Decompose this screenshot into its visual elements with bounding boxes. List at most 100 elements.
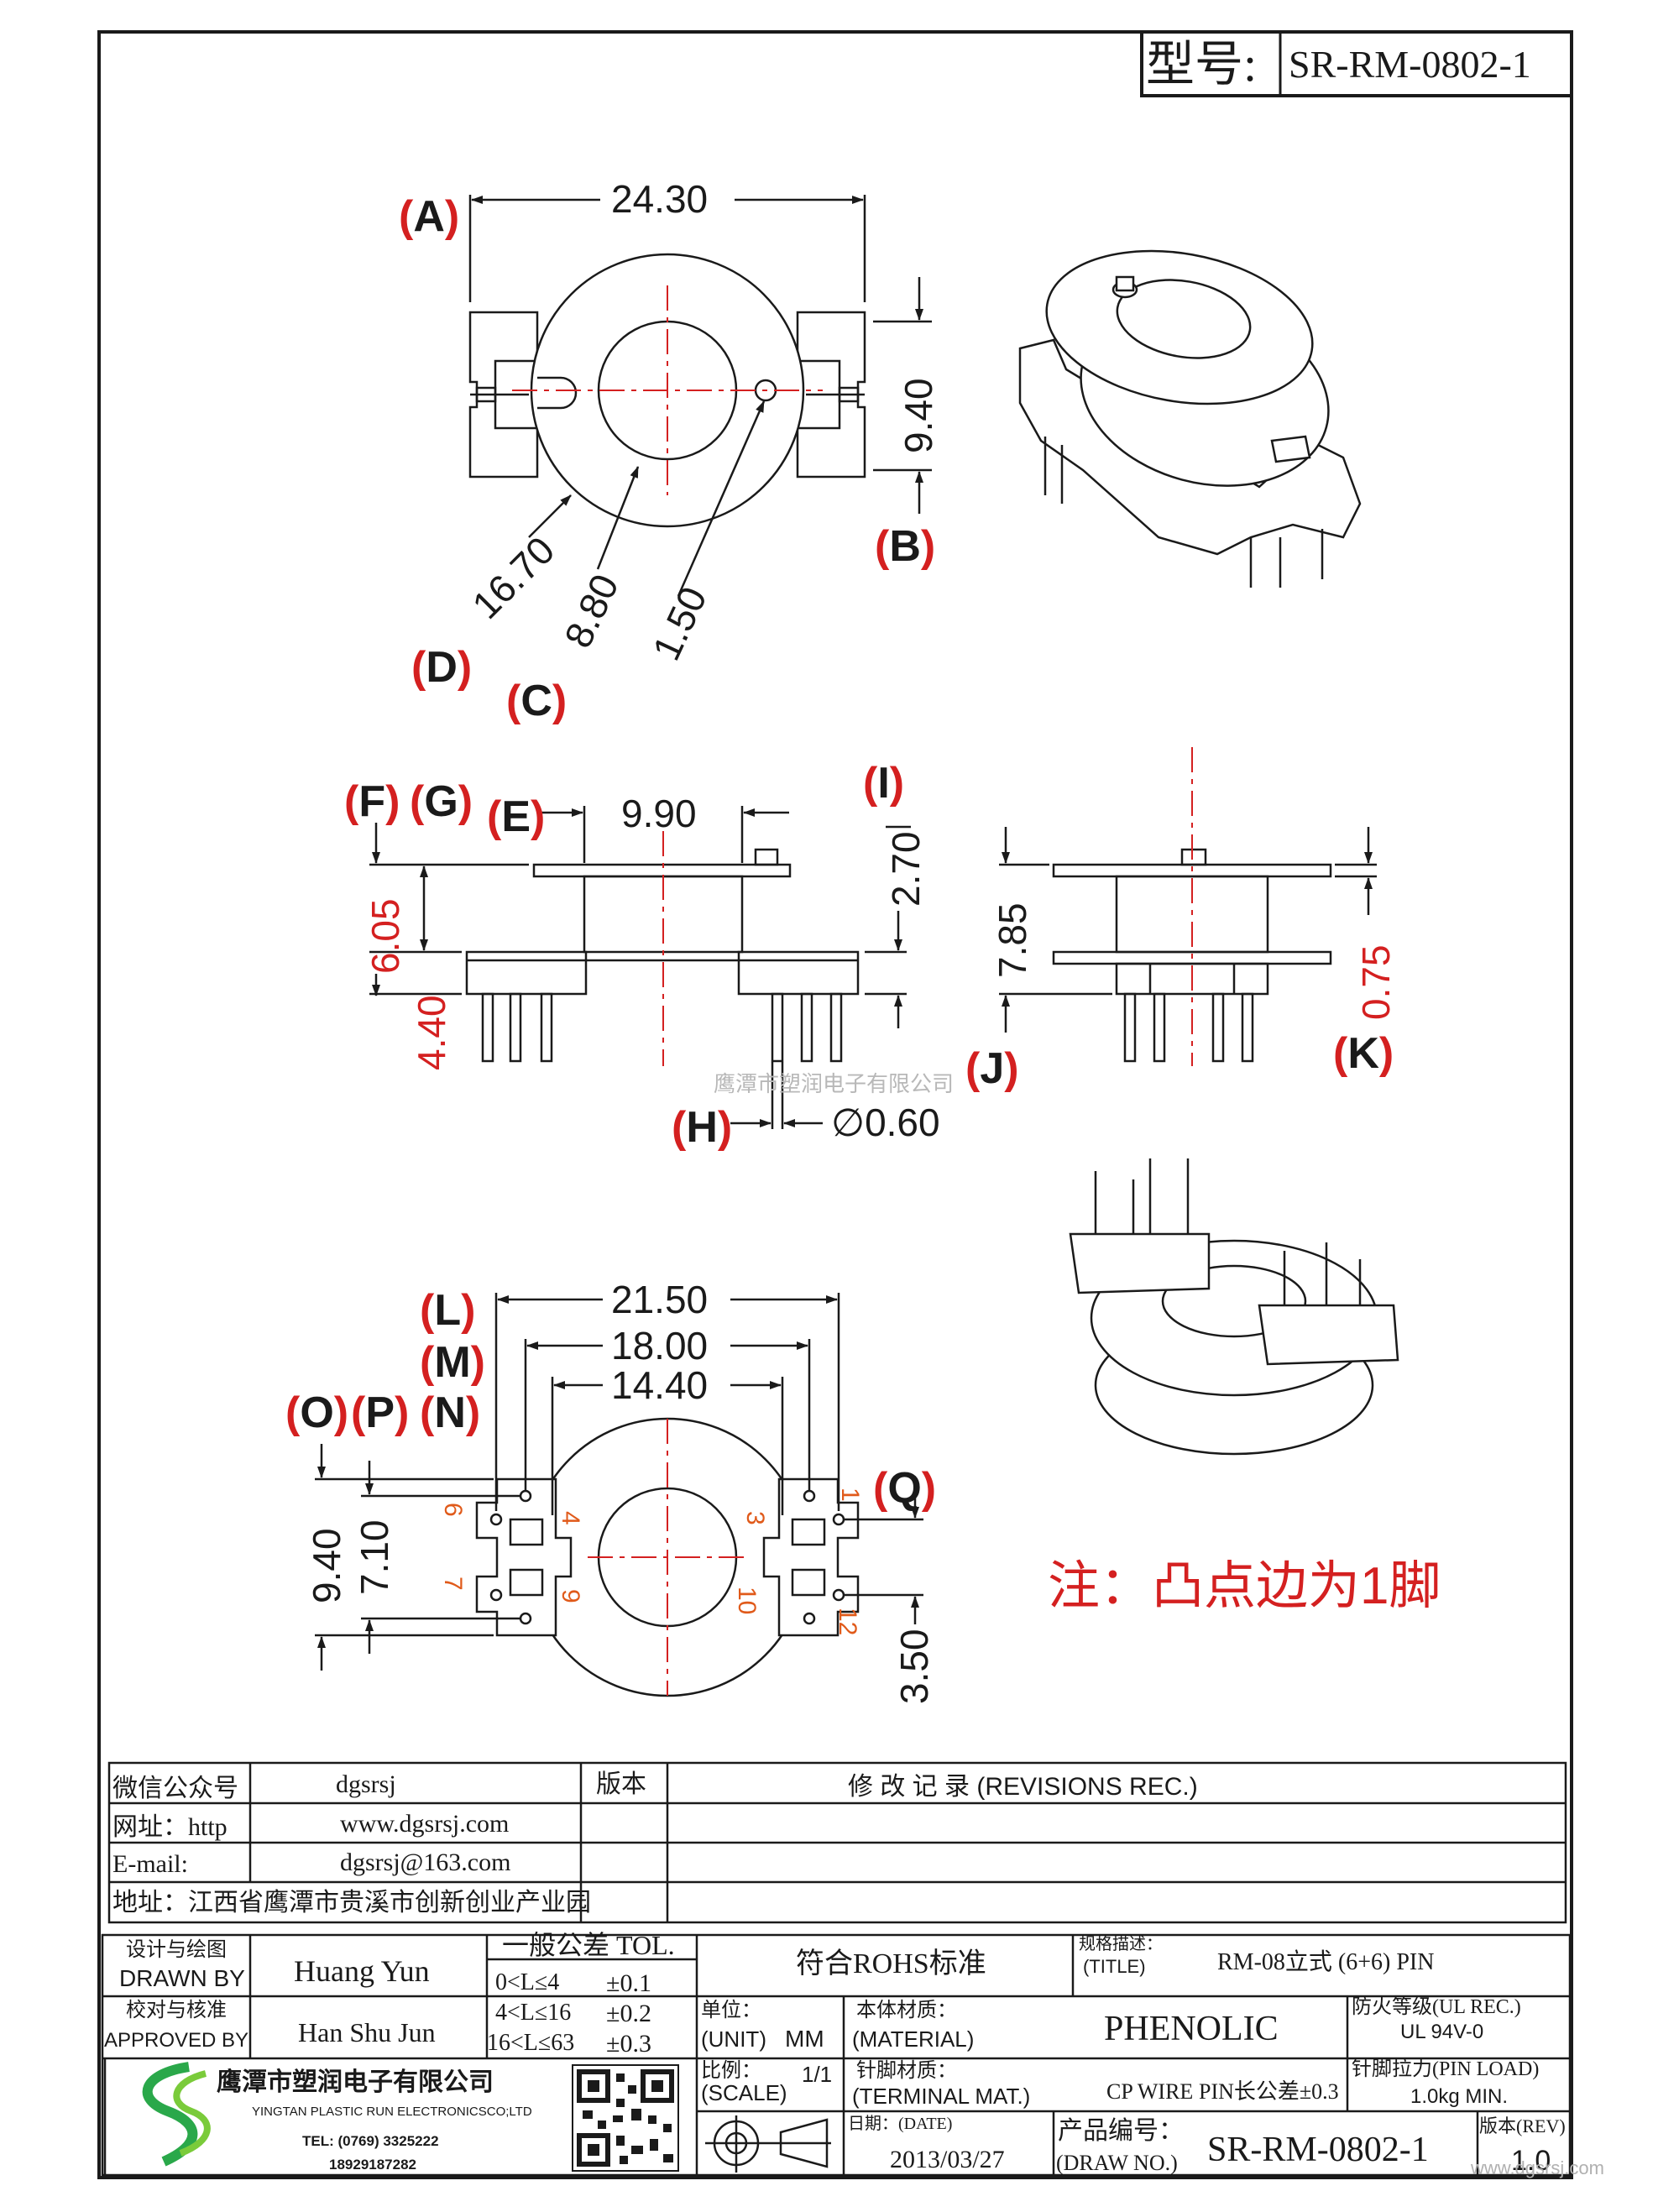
rohs-compliance: 符合ROHS标准 [796, 1948, 986, 1979]
dim-hole-dia: 1.50 [644, 580, 715, 667]
drawn-name: Huang Yun [294, 1954, 430, 1988]
model-label: 型号: [1146, 37, 1257, 92]
drawing-no-value: SR-RM-0802-1 [1207, 2131, 1429, 2169]
unit-value: MM [785, 2026, 824, 2052]
material-cn: 本体材质： [856, 1999, 957, 2021]
label-e: (E) [487, 792, 545, 841]
wechat-label: 微信公众号 [112, 1775, 238, 1802]
scale-value: 1/1 [802, 2062, 832, 2087]
revision-value: 1.0 [1511, 2145, 1551, 2177]
label-i: (I) [863, 759, 904, 808]
wechat-value: dgsrsj [336, 1770, 396, 1798]
scale-en: (SCALE) [701, 2080, 787, 2105]
dim-inner-dia: 8.80 [556, 567, 627, 654]
date-label: 日期：(DATE) [848, 2115, 952, 2133]
dim-top: 2.70 [884, 831, 928, 907]
dim-bottom-mid: 18.00 [611, 1324, 708, 1367]
dim-top-width: 24.30 [611, 177, 708, 221]
dim-flange-thickness: 0.75 [1354, 944, 1398, 1020]
company-name-en: YINGTAN PLASTIC RUN ELECTRONICSCO;LTD [252, 2105, 532, 2119]
front-view [999, 747, 1377, 1066]
title-en: (TITLE) [1083, 1956, 1146, 1977]
company-name-cn: 鹰潭市塑润电子有限公司 [217, 2068, 494, 2096]
label-h: (H) [672, 1103, 732, 1152]
dim-body: 6.05 [364, 898, 407, 974]
email-value[interactable]: dgsrsj@163.com [340, 1849, 510, 1876]
isometric-view-top [1018, 249, 1362, 588]
label-p: (P) [351, 1388, 409, 1437]
isometric-view-bottom [1069, 1158, 1399, 1456]
version-header: 版本 [596, 1770, 646, 1798]
dim-flange: 9.90 [621, 792, 697, 835]
dim-pin-pitch: 3.50 [892, 1629, 936, 1704]
company-logo [142, 2062, 211, 2167]
approved-cn: 校对与核准 [126, 1999, 227, 2021]
label-m: (M) [420, 1338, 485, 1387]
pin-numbers: 6 4 7 9 3 1 10 12 [439, 1488, 864, 1635]
tolerance-header: 一般公差 TOL. [502, 1930, 675, 1960]
watermark: 鹰潭市塑润电子有限公司 [714, 1071, 954, 1096]
revision-label: 版本(REV) [1479, 2115, 1566, 2136]
bottom-view [315, 1293, 923, 1697]
pin-number: 1 [836, 1488, 864, 1502]
pin-length-tolerance: PIN长公差±0.3 [1199, 2079, 1339, 2104]
company-tel: TEL: (0769) 3325222 [302, 2133, 439, 2149]
label-g: (G) [410, 777, 473, 826]
pin-number: 9 [557, 1589, 584, 1603]
dim-top-height: 9.40 [897, 378, 940, 453]
label-o: (O) [285, 1388, 348, 1437]
terminal-value: CP WIRE [1106, 2079, 1193, 2104]
pin-load-label: 针脚拉力(PIN LOAD) [1352, 2058, 1539, 2080]
info-table [107, 1761, 1567, 1924]
fire-rating-value: UL 94V-0 [1400, 2021, 1483, 2043]
qr-code[interactable] [572, 2064, 679, 2172]
side-view [369, 806, 911, 1129]
dim-outer-dia: 16.70 [463, 528, 562, 627]
pin-note: 注：凸点边为1脚 [1048, 1557, 1441, 1615]
drawing-no-cn: 产品编号： [1058, 2117, 1184, 2145]
material-en: (MATERIAL) [852, 2026, 974, 2052]
unit-cn: 单位： [701, 1999, 761, 2021]
tolerance-range: 16<L≤63 [487, 2030, 574, 2056]
label-a: (A) [399, 192, 459, 241]
title-block [101, 1933, 1572, 2177]
label-k: (K) [1333, 1029, 1394, 1078]
dim-pin-dia: ∅0.60 [831, 1101, 940, 1144]
label-d: (D) [411, 643, 472, 692]
label-f: (F) [344, 777, 400, 826]
dim-bottom-outer: 21.50 [611, 1278, 708, 1321]
pin-number: 4 [557, 1511, 584, 1525]
dim-base: 4.40 [410, 995, 453, 1070]
terminal-cn: 针脚材质： [856, 2059, 957, 2082]
scale-cn: 比例： [701, 2059, 761, 2082]
pin-number: 6 [439, 1503, 467, 1517]
dim-bottom-inner: 14.40 [611, 1363, 708, 1407]
label-b: (B) [875, 522, 935, 571]
email-label: E-mail: [112, 1850, 188, 1878]
model-number-box: 型号: SR-RM-0802-1 [1140, 30, 1573, 97]
drawn-cn: 设计与绘图 [126, 1938, 227, 1961]
pin-number: 3 [741, 1511, 769, 1525]
title-cn: 规格描述： [1079, 1934, 1163, 1953]
fire-rating-label: 防火等级(UL REC.) [1352, 1995, 1521, 2018]
approved-en: APPROVED BY [104, 2029, 248, 2052]
pin-load-value: 1.0kg MIN. [1410, 2085, 1508, 2108]
pin-number: 10 [733, 1587, 761, 1614]
address-label: 地址：江西省鹰潭市贵溪市创新创业产业园 [112, 1889, 591, 1917]
site-label: 网址：http [112, 1813, 228, 1841]
title-value: RM-08立式 (6+6) PIN [1217, 1948, 1434, 1975]
material-value: PHENOLIC [1104, 2010, 1279, 2048]
tolerance-value: ±0.1 [606, 1969, 651, 1997]
approved-name: Han Shu Jun [298, 2017, 436, 2047]
site-value[interactable]: www.dgsrsj.com [340, 1810, 509, 1838]
tolerance-value: ±0.2 [606, 2000, 651, 2027]
date-value: 2013/03/27 [890, 2146, 1005, 2173]
tolerance-range: 4<L≤16 [495, 2000, 571, 2026]
unit-en: (UNIT) [701, 2026, 766, 2052]
revisions-header: 修 改 记 录 (REVISIONS REC.) [848, 1773, 1198, 1801]
dim-bottom-height-inner: 7.10 [353, 1519, 396, 1595]
dim-front-height: 7.85 [991, 902, 1034, 978]
tolerance-value: ±0.3 [606, 2030, 651, 2058]
label-j: (J) [965, 1044, 1019, 1093]
sheet-border [97, 30, 1573, 2179]
